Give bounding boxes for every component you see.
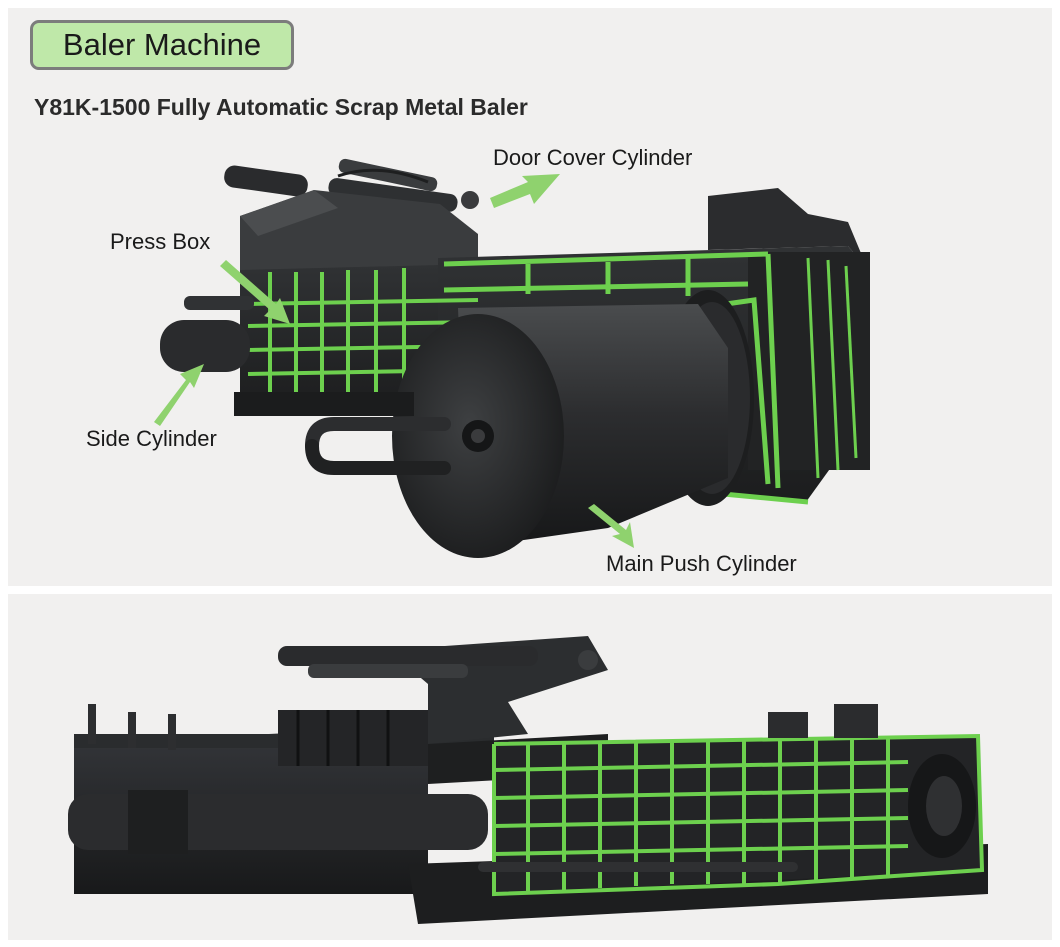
callout-press-box: Press Box — [110, 229, 211, 254]
top-photo-panel: Baler Machine Y81K-1500 Fully Automatic … — [8, 8, 1052, 586]
title-badge: Baler Machine — [30, 20, 294, 70]
product-subtitle: Y81K-1500 Fully Automatic Scrap Metal Ba… — [34, 94, 528, 120]
baler-machine-photo-side — [68, 636, 988, 924]
callout-main-push-cylinder: Main Push Cylinder — [606, 551, 797, 576]
callout-door-cover-cylinder: Door Cover Cylinder — [493, 145, 693, 170]
bottom-photo-panel — [8, 594, 1052, 940]
callout-side-cylinder: Side Cylinder — [86, 426, 217, 451]
baler-machine-photo-front — [154, 158, 870, 558]
